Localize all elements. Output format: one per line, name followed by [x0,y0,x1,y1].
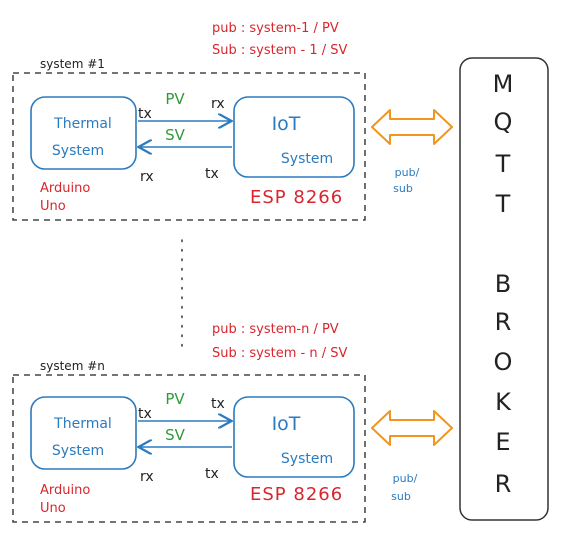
system-n-pub-topic: pub : system-n / PV [212,322,339,337]
system-1-thermal-line1: Thermal [53,116,112,132]
system-n-arduino-line2: Uno [40,501,66,516]
broker-letter-7: K [495,388,512,416]
broker-letter-6: O [494,348,513,376]
system-1-sub-topic: Sub : system - 1 / SV [212,43,348,58]
system-n-pv-label: PV [165,390,185,408]
system-1-esp-label: ESP 8266 [250,187,343,208]
system-1-pubsub-line2: sub [393,182,413,195]
broker-letter-2: T [495,150,511,178]
system-n-sv-label: SV [165,426,186,444]
system-1-pub-topic: pub : system-1 / PV [212,21,339,36]
system-1-iot-line1: IoT [272,113,301,135]
system-1-thermal-box [30,96,137,170]
system-1-boundary [12,72,366,221]
system-n-iot-box [233,396,355,478]
system-n-thermal-line1: Thermal [53,416,112,432]
system-n-thermal-box [30,396,137,470]
system-n-sub-topic: Sub : system - n / SV [212,346,347,361]
system-n-arduino-line1: Arduino [40,483,90,498]
broker-letter-0: M [493,70,514,98]
system-1-rx-left: rx [140,169,154,185]
system-n-tx-right: tx [205,466,219,482]
system-1-tx-right: tx [205,166,219,182]
system-n-label: system #n [40,359,105,373]
system-n-group: pub : system-n / PV Sub : system - n / S… [12,322,453,523]
system-1-pubsub-line1: pub/ [395,166,420,179]
system-n-esp-label: ESP 8266 [250,484,343,505]
system-n-iot-line1: IoT [272,413,301,435]
system-n-rx-right: tx [211,396,225,412]
system-1-iot-line2: System [281,151,333,167]
system-n-iot-line2: System [281,451,333,467]
mqtt-broker-box [459,57,549,521]
system-1-group: pub : system-1 / PV Sub : system - 1 / S… [12,21,453,221]
broker-letter-5: R [495,308,512,336]
broker-letter-9: R [495,470,512,498]
system-n-pubsub-arrow [371,410,453,446]
system-1-arduino-line2: Uno [40,199,66,214]
system-1-pubsub-arrow [371,109,453,145]
broker-letter-1: Q [494,108,513,136]
system-1-tx-left: tx [138,106,152,122]
system-1-arduino-line1: Arduino [40,181,90,196]
system-n-pubsub-line1: pub/ [393,472,418,485]
system-1-iot-box [233,96,355,178]
system-1-sv-label: SV [165,126,186,144]
broker-letter-4: B [495,270,511,298]
broker-letter-3: T [495,190,511,218]
system-1-pv-label: PV [165,90,185,108]
system-n-thermal-line2: System [52,443,104,459]
system-n-boundary [12,374,366,523]
broker-letter-8: E [495,428,510,456]
system-n-pubsub-line2: sub [391,490,411,503]
system-n-tx-left: tx [138,406,152,422]
system-1-label: system #1 [40,57,105,71]
system-n-rx-left: rx [140,469,154,485]
system-1-thermal-line2: System [52,143,104,159]
system-1-rx-right: rx [211,96,225,112]
